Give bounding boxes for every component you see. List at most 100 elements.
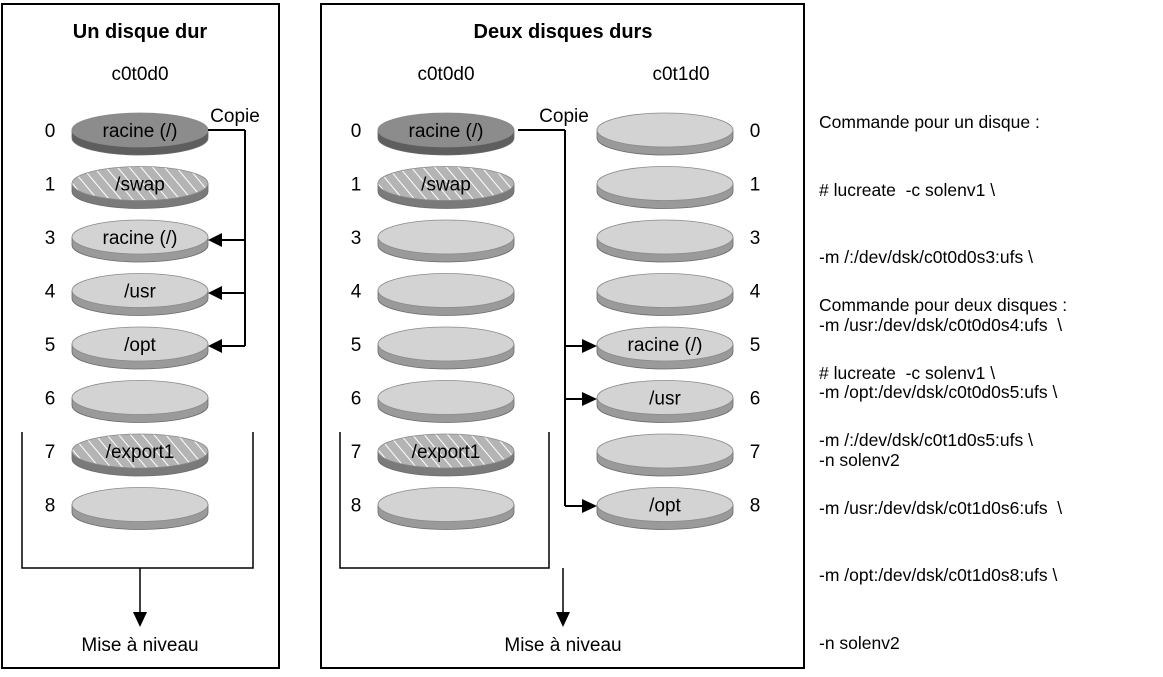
slice-number: 0 bbox=[351, 121, 362, 142]
disk-slice: /export1 7 bbox=[351, 433, 515, 477]
disk-slice: 7 bbox=[596, 433, 761, 477]
copy-arrowheads-dual bbox=[582, 339, 597, 513]
slice-number: 5 bbox=[45, 335, 56, 356]
copy-label-single: Copie bbox=[210, 106, 260, 127]
disk-slice-label: /swap bbox=[115, 175, 165, 196]
panel-two-disks-title: Deux disques durs bbox=[474, 21, 653, 43]
disk-slice: racine (/)0 bbox=[45, 112, 209, 156]
command-line: -m /:/dev/dsk/c0t1d0s5:ufs \ bbox=[819, 430, 1033, 450]
disk-name-c0t0d0-single: c0t0d0 bbox=[111, 64, 168, 85]
disk-slice-top bbox=[596, 166, 734, 201]
disk-slice-top bbox=[377, 219, 515, 255]
disk-slice: /swap 1 bbox=[45, 166, 209, 209]
disk-slice-top bbox=[596, 326, 734, 362]
disk-slice-top bbox=[377, 166, 515, 201]
panel-one-disk: Un disque dur c0t0d0 racine (/)0/swap 1 ra… bbox=[1, 3, 280, 669]
disk-slice-label: racine (/) bbox=[103, 121, 178, 142]
panel-two-disks-frame bbox=[320, 3, 805, 669]
disk-slice-top bbox=[377, 326, 515, 362]
disk-slice-top bbox=[596, 273, 734, 308]
disk-slice-label: /usr bbox=[649, 389, 681, 410]
command-one-disk: Commande pour un disque : # lucreate -c … bbox=[819, 66, 1062, 494]
disk-slice-top bbox=[596, 487, 734, 522]
disk-slice-label: /opt bbox=[124, 335, 156, 356]
disk-slice: 3 bbox=[351, 219, 515, 263]
disk-slice: /usr 6 bbox=[596, 380, 761, 423]
disk-slice: 1 bbox=[596, 166, 760, 209]
panel-two-disks: Deux disques durs c0t0d0 c0t1d0 racine (… bbox=[320, 3, 805, 669]
disk-slice-top bbox=[377, 487, 515, 522]
slice-number: 3 bbox=[45, 228, 56, 249]
disk-slice-top bbox=[596, 433, 734, 469]
disk-slice-label: /export1 bbox=[412, 442, 481, 463]
upgrade-arrow-single bbox=[133, 612, 147, 627]
upgrade-arrow-dual bbox=[556, 612, 570, 627]
command-line: # lucreate -c solenv1 \ bbox=[819, 362, 996, 383]
disk-slice: racine (/) 5 bbox=[596, 326, 761, 370]
slice-number: 3 bbox=[750, 228, 761, 249]
disk-slice-label: /swap bbox=[421, 175, 471, 196]
disk-slice-label: racine (/) bbox=[409, 121, 484, 142]
disk-slice-top bbox=[71, 326, 209, 362]
disk-slice: 3 bbox=[596, 219, 761, 263]
upgrade-bracket-single bbox=[21, 432, 254, 612]
disk-slice: 8 bbox=[351, 487, 515, 530]
disk-name-c0t0d0: c0t0d0 bbox=[417, 64, 474, 85]
slice-number: 5 bbox=[351, 335, 362, 356]
disk-slice: 4 bbox=[351, 273, 515, 316]
disk-slice-label: racine (/) bbox=[628, 335, 703, 356]
slice-number: 8 bbox=[351, 496, 362, 517]
slice-number: 1 bbox=[45, 175, 56, 196]
disk-name-c0t1d0: c0t1d0 bbox=[652, 64, 709, 85]
slice-number: 3 bbox=[351, 228, 362, 249]
slice-number: 4 bbox=[45, 282, 56, 303]
slice-number: 7 bbox=[45, 442, 56, 463]
disk-slice-top bbox=[596, 112, 734, 148]
disk-slice-top bbox=[596, 380, 734, 415]
disk-slice: 6 bbox=[351, 380, 515, 423]
disk-slice: 8 bbox=[45, 487, 209, 530]
slice-number: 6 bbox=[45, 389, 56, 410]
slice-number: 4 bbox=[750, 282, 761, 303]
command-line: -n solenv2 bbox=[819, 449, 900, 470]
command-two-disks: Commande pour deux disques : # lucreate … bbox=[819, 249, 1067, 677]
disk-slice: 4 bbox=[596, 273, 761, 316]
command-line: -n solenv2 bbox=[819, 632, 900, 653]
slice-number: 7 bbox=[750, 442, 761, 463]
upgrade-label-single: Mise à niveau bbox=[81, 635, 198, 656]
slice-number: 5 bbox=[750, 335, 761, 356]
copy-arrows-single bbox=[208, 129, 246, 347]
disk-slice: /opt 5 bbox=[45, 326, 209, 370]
slice-number: 6 bbox=[750, 389, 761, 410]
disk-slice-top bbox=[71, 166, 209, 201]
disk-slice: racine (/)3 bbox=[45, 219, 209, 263]
disk-slice-top bbox=[71, 219, 209, 255]
command-line: # lucreate -c solenv1 \ bbox=[819, 179, 996, 200]
disk-slice-top bbox=[377, 273, 515, 308]
panel-one-disk-title: Un disque dur bbox=[73, 21, 208, 43]
disk-slice-top bbox=[377, 433, 515, 469]
slice-number: 4 bbox=[351, 282, 362, 303]
disk-slice-top bbox=[377, 380, 515, 415]
slice-number: 7 bbox=[351, 442, 362, 463]
slice-number: 8 bbox=[45, 496, 56, 517]
command-line: -m /usr:/dev/dsk/c0t0d0s4:ufs \ bbox=[819, 314, 1063, 335]
copy-label-dual: Copie bbox=[539, 106, 589, 127]
upgrade-label-dual: Mise à niveau bbox=[504, 635, 621, 656]
slice-number: 6 bbox=[351, 389, 362, 410]
disk-slice-top bbox=[377, 112, 515, 148]
copy-arrows-dual bbox=[518, 129, 582, 507]
command-line: -m /opt:/dev/dsk/c0t0d0s5:ufs \ bbox=[819, 382, 1058, 402]
upgrade-bracket-dual bbox=[339, 432, 564, 612]
slice-number: 0 bbox=[750, 121, 761, 142]
disk-slice-label: /opt bbox=[649, 496, 681, 517]
command-line: Commande pour deux disques : bbox=[819, 295, 1068, 315]
disk-slice-top bbox=[71, 273, 209, 308]
